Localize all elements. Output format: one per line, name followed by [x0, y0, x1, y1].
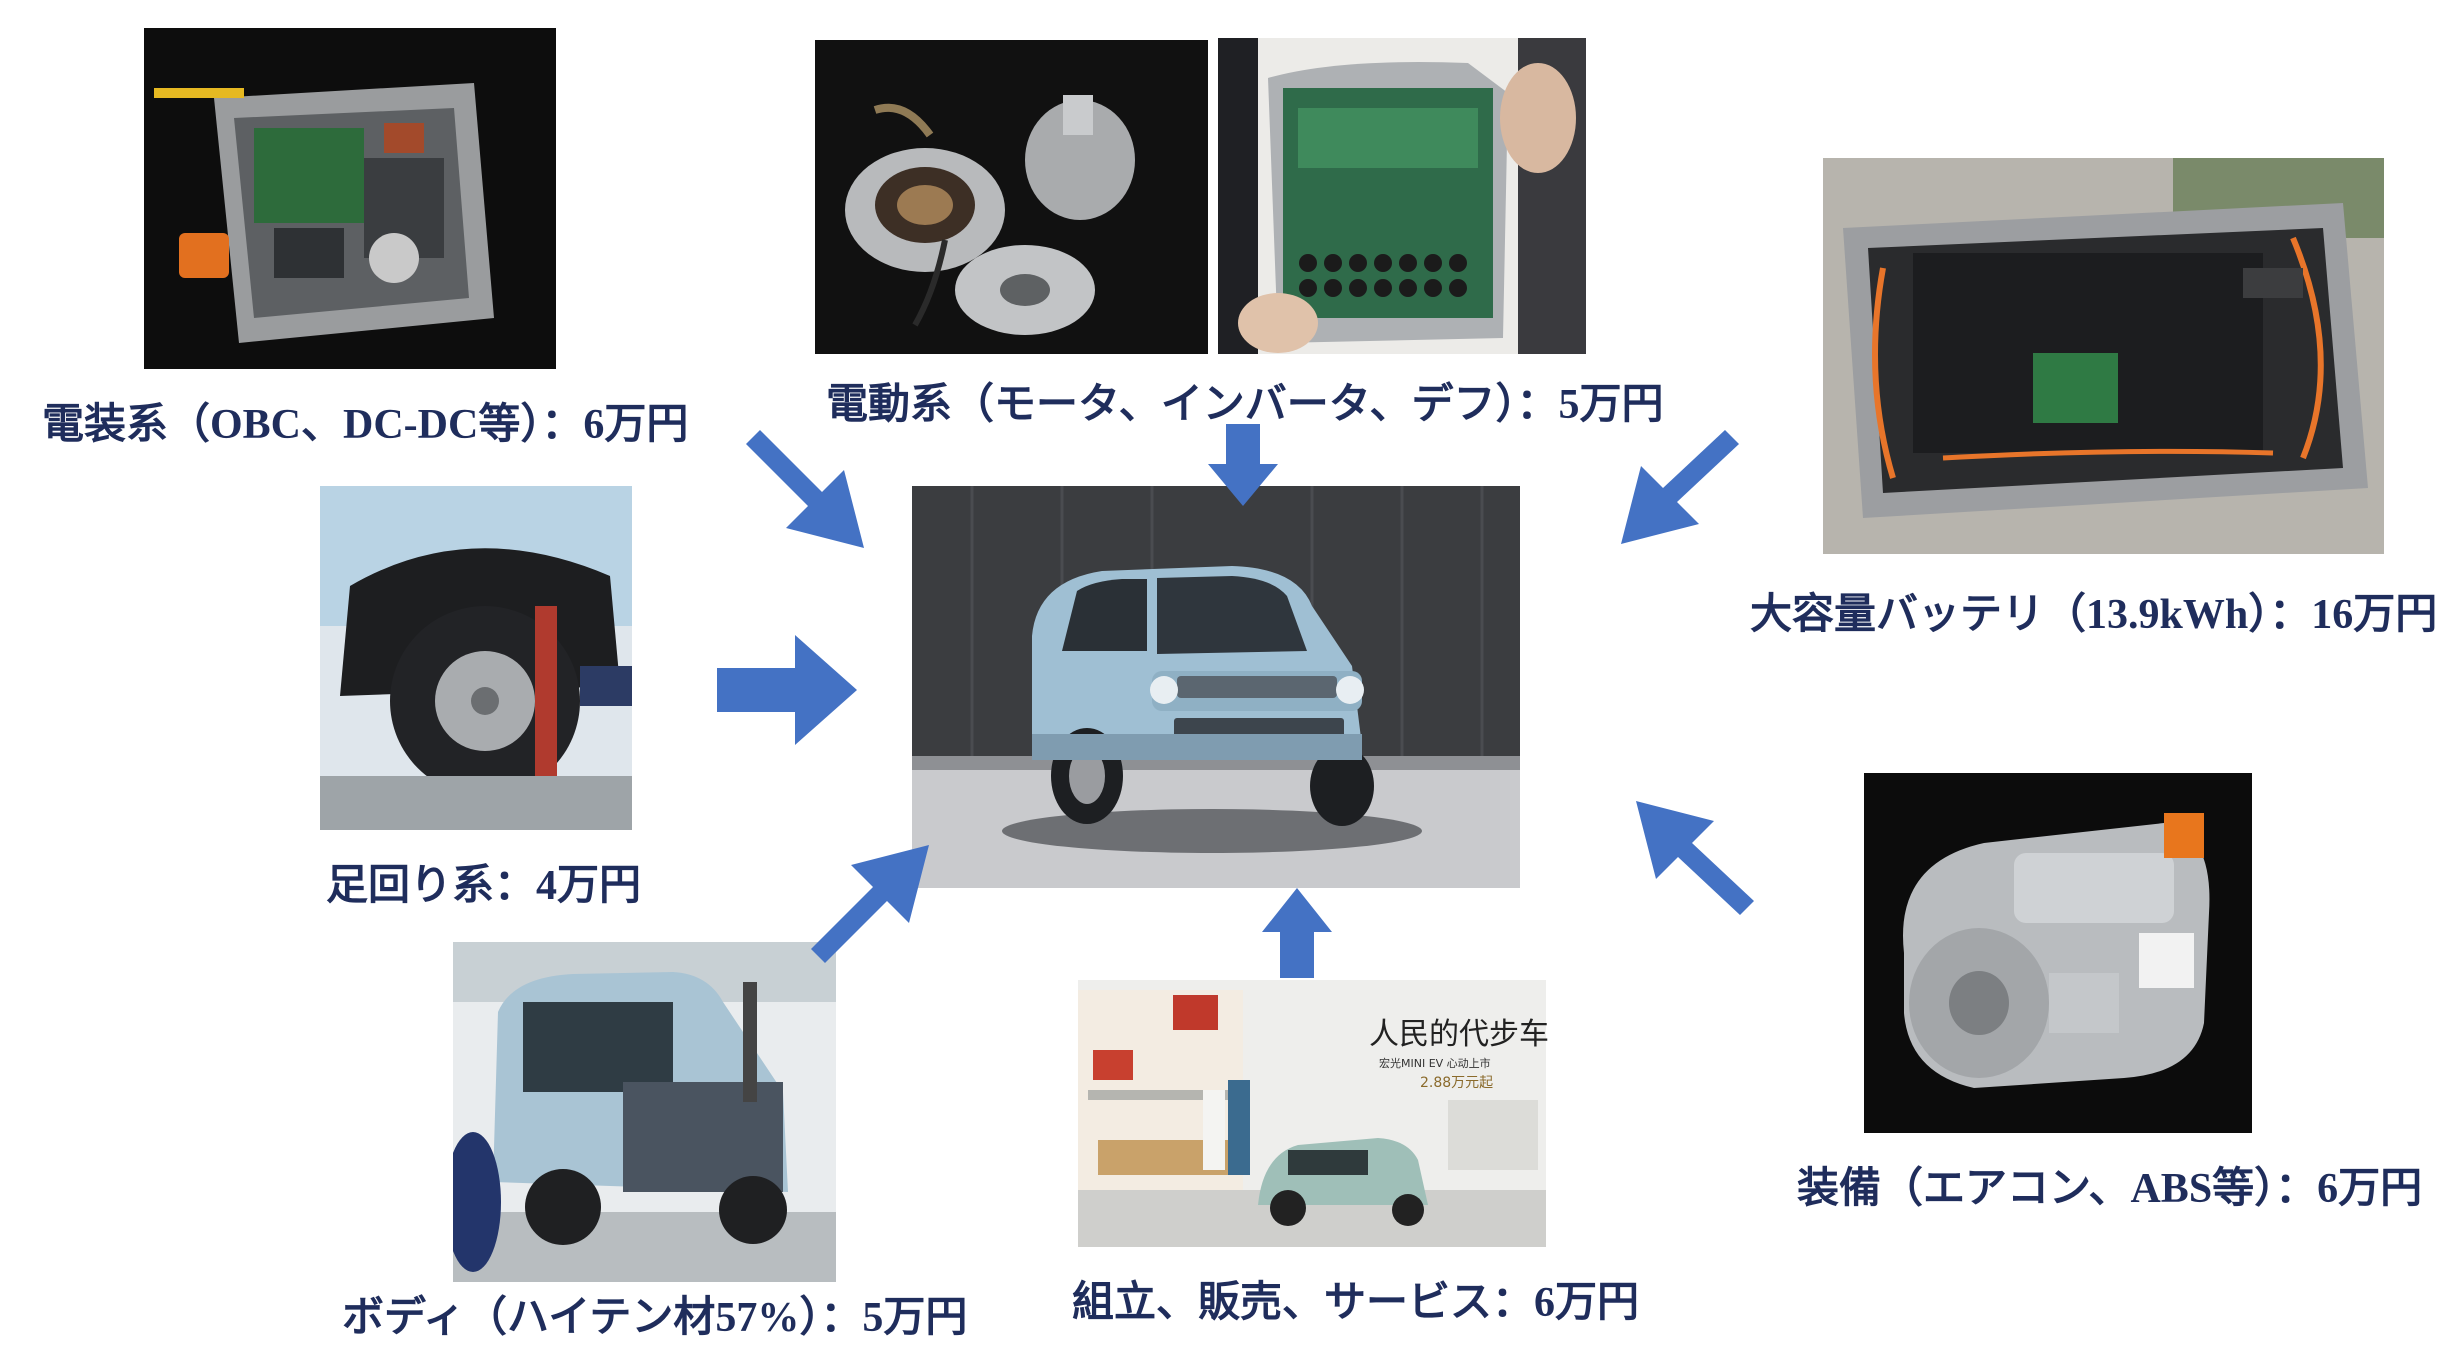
suspension-label: 足回り系：4万円 — [326, 863, 642, 909]
car-photo — [912, 486, 1520, 888]
battery-pack-photo — [1823, 158, 2384, 554]
advertisement-photo — [1078, 980, 1546, 1247]
arrow-from-electrical — [730, 430, 864, 548]
body-label: ボディ（ハイテン材57%）：5万円 — [342, 1295, 968, 1341]
arrow-from-equipment — [1636, 801, 1770, 915]
motor-photo — [815, 40, 1208, 354]
ad-price: 2.88万元起 — [1420, 1075, 1494, 1091]
arrow-from-drivetrain — [1208, 424, 1278, 506]
assembly-label: 組立、販売、サービス：6万円 — [1072, 1280, 1640, 1326]
arrow-from-suspension — [717, 635, 857, 745]
arrow-from-battery — [1621, 430, 1755, 544]
air-conditioner-compressor-photo — [1864, 773, 2252, 1133]
car-body-photo — [453, 942, 836, 1282]
inverter-photo — [1218, 38, 1586, 354]
onboard-charger-photo — [144, 28, 556, 369]
arrow-from-body — [795, 845, 929, 963]
ad-headline: 人民的代步车 — [1369, 1017, 1549, 1052]
drivetrain-label: 電動系（モータ、インバータ、デフ）：5万円 — [826, 382, 1664, 428]
equipment-label: 装備（エアコン、ABS等）：6万円 — [1797, 1166, 2423, 1212]
electrical-label: 電装系（OBC、DC-DC等）：6万円 — [42, 402, 689, 448]
battery-label: 大容量バッテリ（13.9kWh）：16万円 — [1750, 592, 2438, 638]
ad-subline: 宏光MINI EV 心动上市 — [1379, 1057, 1491, 1070]
arrow-from-assembly — [1262, 888, 1332, 978]
wheel-suspension-photo — [320, 486, 632, 830]
